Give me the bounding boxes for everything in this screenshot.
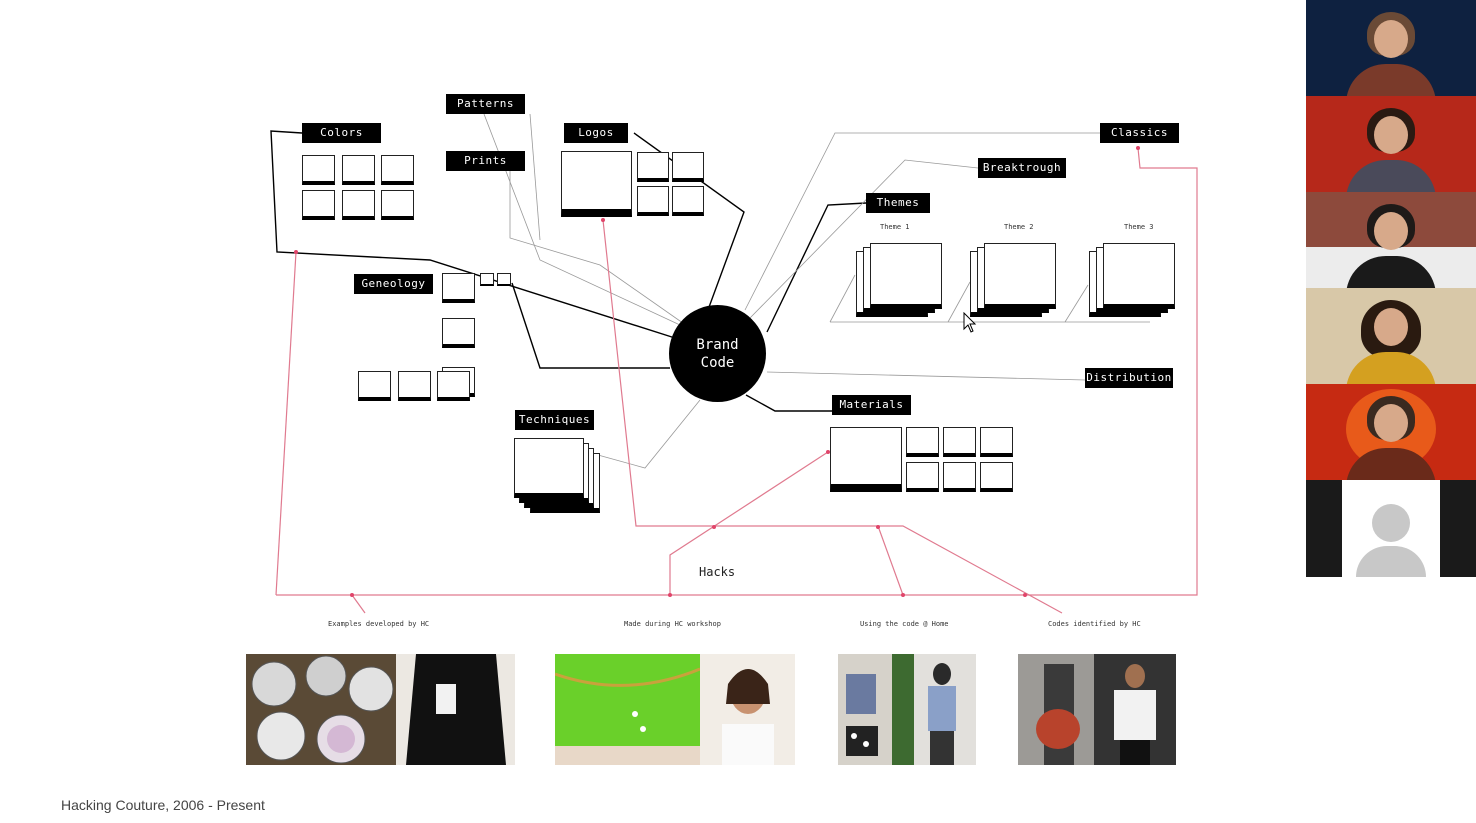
participant-video-1[interactable]	[1306, 0, 1476, 96]
photo-home-seated	[838, 654, 892, 765]
participant-video-2[interactable]	[1306, 96, 1476, 192]
materials-label: Materials	[832, 395, 911, 415]
themes-label: Themes	[866, 193, 930, 213]
logo-box	[637, 186, 669, 216]
participant-video-6[interactable]	[1306, 480, 1476, 577]
slide-caption: Hacking Couture, 2006 - Present	[61, 797, 265, 813]
theme-3-label: Theme 3	[1124, 223, 1154, 231]
hack-category-identified: Codes identified by HC	[1048, 620, 1141, 628]
geneology-box	[442, 273, 475, 303]
mouse-cursor-icon	[963, 312, 977, 333]
material-box-large	[830, 427, 902, 492]
photo-green-skirt	[555, 654, 700, 765]
brand-code-node: Brand Code	[669, 305, 766, 402]
geneology-box	[442, 318, 475, 348]
hacks-label: Hacks	[699, 565, 736, 579]
photo-black-jacket	[396, 654, 515, 765]
participant-video-5[interactable]	[1306, 384, 1476, 480]
geneology-box	[358, 371, 391, 401]
avatar-placeholder	[1342, 480, 1440, 577]
geneology-label: Geneology	[354, 274, 433, 294]
classics-label: Classics	[1100, 123, 1179, 143]
logo-box-large	[561, 151, 632, 217]
theme-1-label: Theme 1	[880, 223, 910, 231]
material-box	[906, 462, 939, 492]
patterns-label: Patterns	[446, 94, 525, 114]
photo-logo-buttons	[246, 654, 396, 765]
color-swatch	[342, 190, 375, 220]
hack-category-workshop: Made during HC workshop	[624, 620, 721, 628]
geneology-box-small	[480, 273, 494, 286]
hack-category-home: Using the code @ Home	[860, 620, 949, 628]
photo-home-standing	[892, 654, 976, 765]
color-swatch	[342, 155, 375, 185]
logo-box	[672, 152, 704, 182]
material-box	[980, 427, 1013, 457]
material-box	[906, 427, 939, 457]
hack-category-examples: Examples developed by HC	[328, 620, 430, 628]
geneology-box-small	[497, 273, 511, 286]
geneology-box	[398, 371, 431, 401]
participant-video-3[interactable]	[1306, 192, 1476, 288]
geneology-box	[437, 371, 470, 401]
material-box	[943, 427, 976, 457]
photo-street-bag	[1018, 654, 1094, 765]
presentation-slide: Colors Patterns Prints Logos Geneology T…	[61, 94, 1198, 813]
photo-girl-necklace	[700, 654, 795, 765]
prints-label: Prints	[446, 151, 525, 171]
color-swatch	[302, 155, 335, 185]
photo-street-tshirt	[1094, 654, 1176, 765]
logo-box	[672, 186, 704, 216]
techniques-label: Techniques	[515, 410, 594, 430]
material-box	[980, 462, 1013, 492]
colors-label: Colors	[302, 123, 381, 143]
breaktrough-label: Breaktrough	[978, 158, 1066, 178]
brand-code-line2: Code	[700, 354, 735, 371]
avatar-icon	[1372, 504, 1410, 542]
material-box	[943, 462, 976, 492]
logo-box	[637, 152, 669, 182]
color-swatch	[381, 190, 414, 220]
logos-label: Logos	[564, 123, 628, 143]
distribution-label: Distribution	[1085, 368, 1173, 388]
color-swatch	[302, 190, 335, 220]
color-swatch	[381, 155, 414, 185]
theme-2-label: Theme 2	[1004, 223, 1034, 231]
brand-code-line1: Brand	[696, 336, 739, 353]
participant-video-4[interactable]	[1306, 288, 1476, 384]
